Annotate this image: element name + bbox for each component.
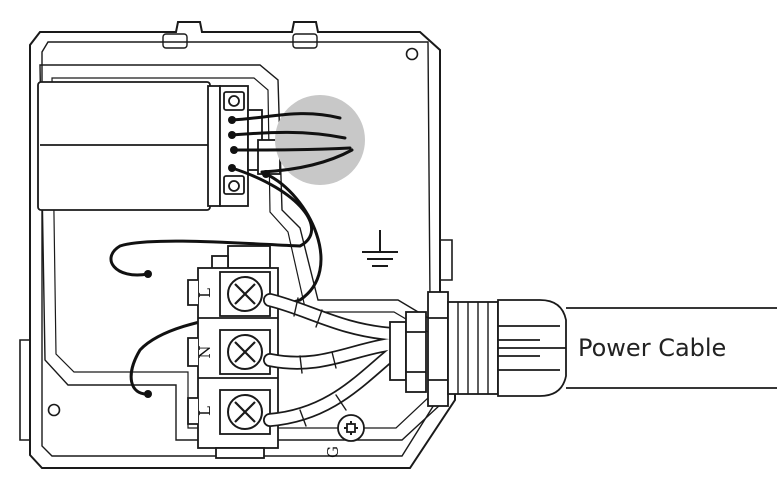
module-lead-wires <box>230 112 354 174</box>
cable-label-box <box>572 322 758 370</box>
power-cable <box>566 307 777 389</box>
terminal-label: L <box>196 406 214 416</box>
loop-wire-ends <box>144 270 152 398</box>
ground-label: G <box>324 446 342 458</box>
cable-label: Power Cable <box>578 334 726 362</box>
terminal-label: N <box>196 345 214 358</box>
ground-symbol-icon <box>362 230 398 267</box>
cable-gland-icon <box>389 291 567 407</box>
screw-slots <box>234 283 256 423</box>
cable-conductors <box>263 293 401 427</box>
terminal-label: L <box>196 288 214 298</box>
control-module <box>37 81 281 211</box>
connection-highlight <box>275 95 365 185</box>
earth-screw-icon <box>337 414 365 442</box>
